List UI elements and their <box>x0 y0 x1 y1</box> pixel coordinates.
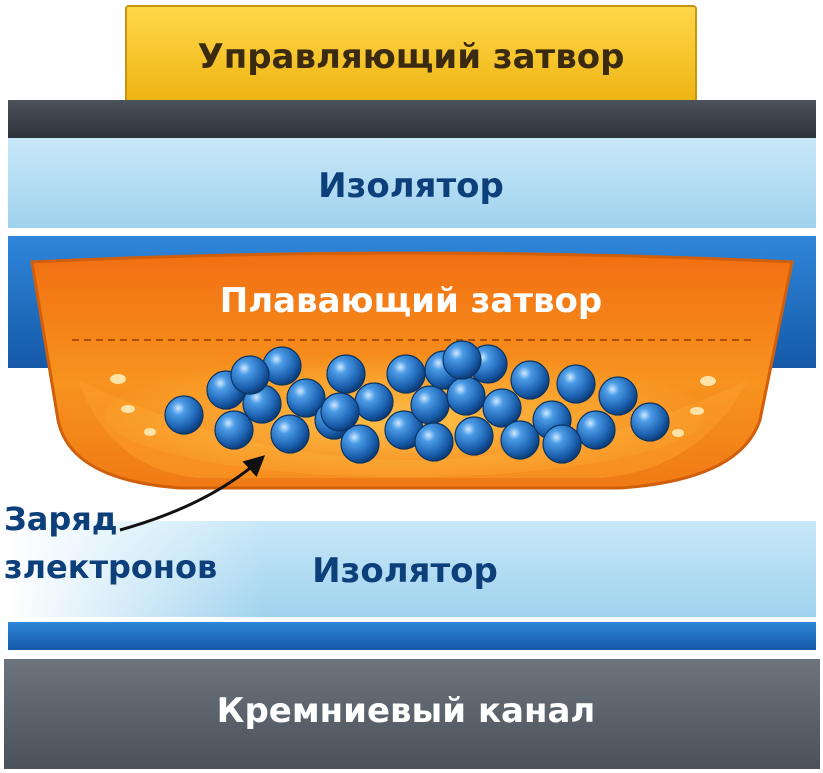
electron <box>510 360 550 400</box>
electron <box>598 376 638 416</box>
electron <box>230 355 270 395</box>
electron <box>320 392 360 432</box>
electron <box>482 388 522 428</box>
insulator-top: Изолятор <box>8 138 816 228</box>
control-gate-label: Управляющий затвор <box>198 37 625 77</box>
electron <box>500 420 540 460</box>
blue-stripe <box>8 622 816 650</box>
electron <box>542 424 582 464</box>
electron <box>286 378 326 418</box>
charge-label-line1: Заряд <box>4 500 118 538</box>
electron <box>576 410 616 450</box>
silicon-channel-label: Кремниевый канал <box>217 691 596 731</box>
electron <box>446 376 486 416</box>
electron <box>556 364 596 404</box>
electron <box>386 354 426 394</box>
insulator-bottom-label: Изолятор <box>312 551 498 591</box>
electron <box>164 395 204 435</box>
insulator-top-label: Изолятор <box>318 166 504 206</box>
floating-gate-label: Плавающий затвор <box>220 281 603 321</box>
electron <box>354 382 394 422</box>
electron <box>410 385 450 425</box>
electron <box>326 354 366 394</box>
electron <box>214 410 254 450</box>
silicon-channel: Кремниевый канал <box>4 659 820 769</box>
electron <box>340 424 380 464</box>
electron <box>442 340 482 380</box>
charge-label-line2: злектронов <box>4 548 217 586</box>
electrons-group <box>164 340 670 464</box>
electron <box>630 402 670 442</box>
control-gate: Управляющий затвор <box>125 5 697 103</box>
charge-arrow <box>119 455 266 532</box>
electron <box>270 414 310 454</box>
electron <box>454 416 494 456</box>
dark-layer <box>8 100 816 138</box>
electron <box>414 422 454 462</box>
insulator-bottom: Изолятор <box>8 521 816 617</box>
electron-charge-callout: Заряд злектронов <box>4 455 266 586</box>
